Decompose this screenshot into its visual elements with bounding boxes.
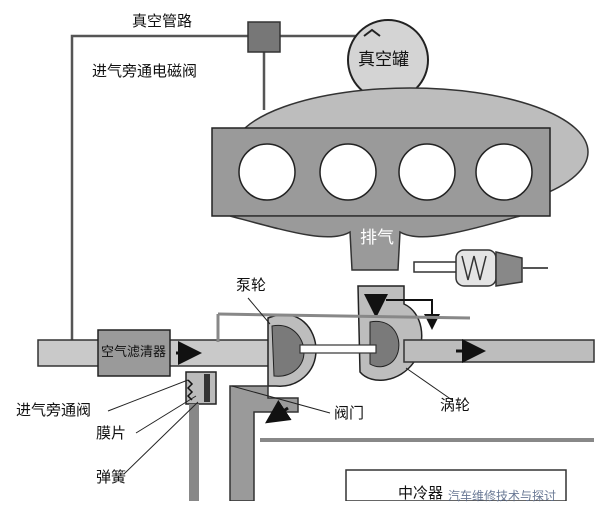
label-valve-gate: 阀门: [334, 404, 365, 422]
diaphragm: [204, 374, 210, 402]
cylinder-2: [319, 143, 377, 201]
label-vacuum-tank: 真空罐: [358, 50, 409, 70]
label-air-filter: 空气滤清器: [101, 345, 167, 360]
air-filter: [97, 329, 171, 377]
turbo-shaft: [299, 344, 377, 354]
exhaust-outlet-pipe: [403, 339, 595, 363]
label-vacuum-line: 真空管路: [132, 12, 193, 30]
label-pump-wheel: 泵轮: [236, 276, 267, 294]
cylinder-4: [475, 143, 533, 201]
cylinder-3: [398, 143, 456, 201]
label-intercooler: 中冷器: [398, 484, 444, 502]
pressurized-flow-arrow: [265, 400, 292, 424]
turbine-wheel: [369, 320, 400, 368]
label-bypass-valve: 进气旁通阀: [16, 401, 92, 419]
bypass-link: [217, 312, 471, 320]
compressor-outlet-pipe: [229, 385, 299, 502]
label-turbine: 涡轮: [440, 396, 471, 414]
spring: [186, 379, 194, 401]
watermark: 汽车维修技术与探讨: [448, 489, 557, 503]
intercooler: [345, 469, 567, 502]
exhaust-manifold: [229, 215, 521, 271]
leader-lines: [107, 297, 453, 475]
label-diaphragm: 膜片: [96, 424, 127, 442]
label-exhaust: 排气: [360, 228, 394, 248]
vacuum-tank-arrow: [363, 28, 381, 37]
label-spring: 弹簧: [96, 468, 127, 486]
wastegate-actuator: [413, 249, 548, 287]
cylinder-1: [238, 143, 296, 201]
bypass-solenoid-valve: [247, 21, 281, 53]
label-bypass-solenoid: 进气旁通电磁阀: [92, 62, 198, 80]
